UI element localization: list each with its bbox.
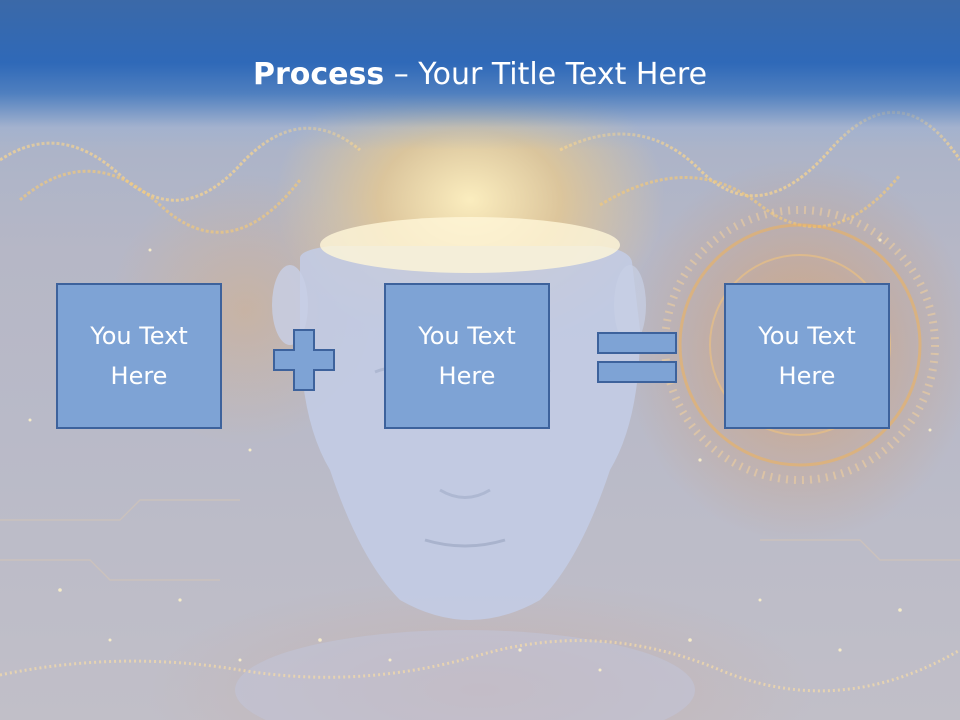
title-bar <box>0 0 960 150</box>
title-bold: Process <box>252 57 385 92</box>
title-rest: – Your Title Text Here <box>384 57 708 92</box>
plus-icon <box>273 329 335 391</box>
slide-title[interactable]: Process – Your Title Text Here <box>0 52 960 98</box>
process-box-3[interactable]: You Text Here <box>724 283 890 429</box>
process-box-1[interactable]: You Text Here <box>56 283 222 429</box>
gear-decoration <box>678 223 922 467</box>
equals-icon <box>597 332 677 383</box>
process-box-2[interactable]: You Text Here <box>384 283 550 429</box>
head-glow <box>320 217 620 273</box>
